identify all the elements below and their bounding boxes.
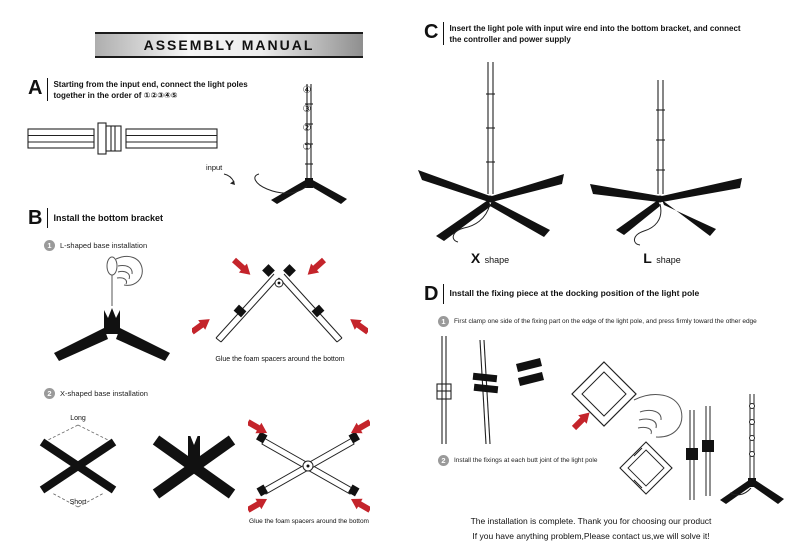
assembled-pole-illustration <box>254 84 347 204</box>
x-shape-assembled-illustration <box>418 62 564 243</box>
fixing-clamp-illustration <box>436 336 683 445</box>
x-foam-spacer-illustration <box>248 416 370 514</box>
fixing-clip-on-pole <box>472 372 499 394</box>
pole-connection-illustration <box>27 122 218 155</box>
d-step2-number-badge: 2 <box>438 455 449 466</box>
corner-bracket-piece <box>619 441 673 495</box>
l-shape-label: L shape <box>630 250 694 268</box>
b-step2-label: X-shaped base installation <box>60 389 148 398</box>
pole-number-2: ② <box>302 123 312 134</box>
l-base-installation-illustration <box>54 255 170 361</box>
section-a-letter: A <box>28 77 43 99</box>
section-c-line1: Insert the light pole with input wire en… <box>449 24 741 33</box>
joint-clip <box>686 448 698 460</box>
section-c-divider <box>443 22 445 46</box>
b-step1-label: L-shaped base installation <box>60 241 148 250</box>
pressing-hand <box>633 394 683 438</box>
footer: The installation is complete. Thank you … <box>398 514 784 545</box>
red-arrow-icon <box>248 493 271 514</box>
l-shape-word: shape <box>656 255 681 265</box>
section-c-text: Insert the light pole with input wire en… <box>449 22 740 45</box>
long-arm-label: Long <box>70 415 86 422</box>
short-arm-label: Short <box>69 499 87 506</box>
footer-line1: The installation is complete. Thank you … <box>470 516 712 526</box>
foam-spacer-apex-illustration <box>192 256 368 343</box>
section-a-divider <box>47 78 49 102</box>
pole-number-3: ③ <box>302 104 312 115</box>
section-c-header: C Insert the light pole with input wire … <box>424 21 774 46</box>
b-caption-2: Glue the foam spacers around the bottom <box>249 518 369 525</box>
d-step1-label: First clamp one side of the fixing part … <box>454 318 757 325</box>
red-arrow-icon <box>347 493 370 514</box>
red-arrow-icon <box>303 256 329 280</box>
l-shaped-base <box>54 308 170 361</box>
x-shape-word: shape <box>484 255 510 265</box>
section-c-line2: the controller and power supply <box>449 35 571 45</box>
d-step2: 2 Install the fixings at each butt joint… <box>438 455 597 466</box>
x-shape-label: X shape <box>458 250 522 268</box>
b-caption-1: Glue the foam spacers around the bottom <box>215 356 345 363</box>
footer-line2: If you have anything problem,Please cont… <box>472 531 710 542</box>
x-shape-letter: X <box>470 250 481 266</box>
section-d-letter: D <box>424 283 439 305</box>
pole-number-4: ④ <box>302 85 312 96</box>
section-b-divider <box>47 208 49 228</box>
section-d-title: Install the fixing piece at the docking … <box>449 288 700 298</box>
pole-number-1: ① <box>302 142 312 153</box>
finished-lamp <box>720 394 784 504</box>
section-b-letter: B <box>28 207 43 229</box>
input-label: input <box>206 163 223 172</box>
section-a-text: Starting from the input end, connect the… <box>53 78 247 101</box>
d-step1: 1 First clamp one side of the fixing par… <box>438 316 757 327</box>
b-step1: 1 L-shaped base installation <box>44 240 147 251</box>
b-step1-number-badge: 1 <box>44 240 55 251</box>
section-d-header: D Install the fixing piece at the dockin… <box>424 284 784 304</box>
section-a-line1: Starting from the input end, connect the… <box>53 80 248 89</box>
red-arrow-icon <box>192 314 214 337</box>
joint-fixings-illustration <box>619 394 784 504</box>
page-title: ASSEMBLY MANUAL <box>95 32 363 58</box>
input-pointer-arrow-icon <box>223 173 235 185</box>
section-c-letter: C <box>424 21 439 43</box>
d-step1-number-badge: 1 <box>438 316 449 327</box>
power-cord <box>634 203 662 246</box>
x-base-long-short-illustration <box>39 424 117 508</box>
section-a-header: A Starting from the input end, connect t… <box>28 77 328 102</box>
section-a-line2: together in the order of ①②③④⑤ <box>53 91 178 101</box>
l-shape-assembled-illustration <box>590 80 742 246</box>
section-b-header: B Install the bottom bracket <box>28 208 248 228</box>
l-base-blades <box>590 178 742 236</box>
page-title-text: ASSEMBLY MANUAL <box>143 37 315 53</box>
corner-bracket <box>571 361 637 427</box>
hand-with-screwdriver <box>106 255 143 306</box>
joint-clip <box>702 440 714 452</box>
red-arrow-icon <box>346 314 368 337</box>
red-arrow-icon <box>229 256 255 280</box>
tripod-base <box>271 178 347 204</box>
d-step2-label: Install the fixings at each butt joint o… <box>454 457 598 464</box>
x-base-illustration <box>152 435 236 499</box>
section-b-title: Install the bottom bracket <box>53 213 163 223</box>
b-step2-number-badge: 2 <box>44 388 55 399</box>
power-cord <box>452 203 491 243</box>
l-shape-letter: L <box>643 250 652 266</box>
input-cord <box>254 173 308 194</box>
section-d-divider <box>443 284 445 304</box>
fixing-clip-part <box>516 358 544 386</box>
b-step2: 2 X-shaped base installation <box>44 388 148 399</box>
x-base-blades <box>418 170 564 241</box>
